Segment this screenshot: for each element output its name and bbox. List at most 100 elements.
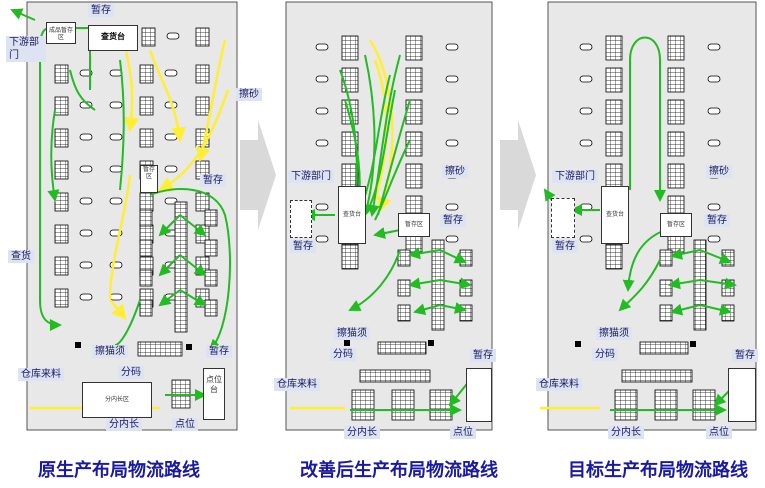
machine-table [109,69,123,77]
panel3-green-flows [543,36,737,416]
machine-table [707,235,721,243]
machine-block [54,64,69,84]
label-manager: 分内长 [106,418,142,431]
machine-block [659,249,673,267]
machine-block [139,299,153,317]
machine-table [164,69,178,77]
machine-block [54,128,69,148]
machine-block [667,131,685,157]
label-warehouse-3: 仓库来料 [536,378,582,391]
marker-4 [428,340,434,346]
machine-block [195,192,210,212]
machine-table [579,139,593,147]
storage-box-3: 暂存区 [660,213,692,237]
machine-table [79,293,93,301]
machine-block [391,389,415,421]
machine-table [315,43,329,51]
machine-table [164,133,178,141]
machine-block [139,269,153,287]
machine-table [315,107,329,115]
machine-table [707,139,721,147]
cluster-spine [174,201,188,333]
label-sanding-3: 擦砂 [706,165,732,178]
label-storage-bottom-2: 暂存 [470,349,496,362]
machine-table [164,165,178,173]
label-storage-mid: 暂存 [200,174,226,187]
marker-1 [75,342,81,348]
machine-table [579,75,593,83]
machine-table [579,107,593,115]
machine-block [659,304,673,322]
machine-table [315,235,329,243]
label-storage-bottom: 暂存 [206,345,232,358]
label-manager-3: 分内长 [608,426,644,439]
finished-storage-box: 成品暂存区 [46,22,76,44]
machine-block [351,389,375,421]
machine-block [139,209,153,227]
label-manager-2: 分内长 [344,426,380,439]
machine-block [405,35,423,61]
machine-table [445,203,459,211]
machine-table [445,139,459,147]
label-downstream: 下游部门 [6,36,46,62]
label-sanding-2: 擦砂 [442,165,468,178]
point-box-2 [466,368,492,422]
machine-table [109,197,123,205]
label-sorting-3: 分码 [592,348,618,361]
label-inspection: 查货 [8,250,34,263]
machine-block [692,389,716,421]
machine-block [54,256,69,276]
label-sorting-2: 分码 [330,348,356,361]
machine-block [397,304,411,322]
machine-block [54,192,69,212]
label-storage-left-3: 暂存 [552,240,578,253]
machine-table [79,133,93,141]
machine-table [707,75,721,83]
machine-table [166,32,180,40]
machine-block [605,131,623,157]
machine-table [79,261,93,269]
label-deburr-3: 擦猫须 [596,327,632,340]
machine-block [459,249,473,267]
caption-improved: 改善后生产布局物流路线 [300,460,498,481]
process-arrow-1 [240,120,276,230]
machine-block [605,67,623,93]
machine-table [707,203,721,211]
label-deburr: 擦猫须 [92,345,128,358]
caption-original: 原生产布局物流路线 [38,460,200,481]
machine-block [139,192,154,212]
machine-block [139,239,153,257]
point-table-box: 点位台 [203,368,225,420]
check-table-box-2: 查货台 [338,186,366,244]
machine-block [54,160,69,180]
process-arrow-2 [500,120,536,230]
machine-table [707,43,721,51]
machine-block [667,99,685,125]
machine-block [459,304,473,322]
sorting-rack [359,369,431,383]
machine-block [659,279,673,297]
marker-6 [690,341,696,347]
small-storage-box: 暂存区 [140,165,158,193]
machine-block [405,131,423,157]
machine-table [445,43,459,51]
machine-block [429,389,453,421]
machine-block [605,35,623,61]
label-sorting: 分码 [118,366,144,379]
caption-target: 目标生产布局物流路线 [568,460,748,481]
label-point-3: 点位 [706,426,732,439]
machine-block [605,163,623,189]
machine-block [341,244,359,270]
machine-block [54,96,69,116]
machine-table [445,235,459,243]
machine-block [204,269,218,287]
left-storage-box-2 [290,200,312,238]
cluster-spine [693,239,707,331]
label-point-2: 点位 [450,426,476,439]
sorting-rack [137,341,183,357]
marker-5 [575,341,581,347]
storage-box-2: 暂存区 [398,213,430,237]
machine-block [195,96,210,116]
machine-table [579,43,593,51]
machine-block [459,279,473,297]
